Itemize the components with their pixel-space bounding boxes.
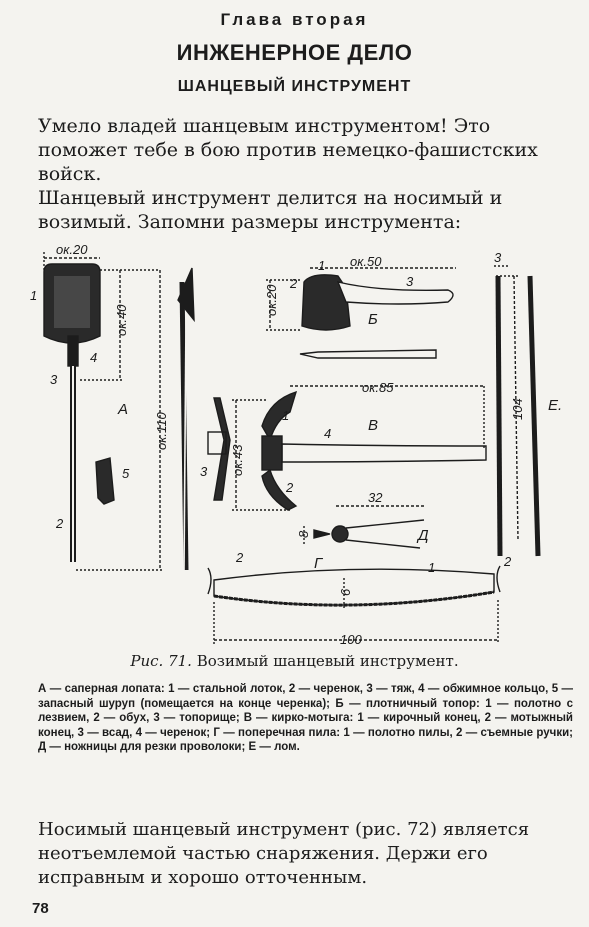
shovel-num-5: 5 <box>122 466 130 481</box>
label-B: Б <box>368 311 378 328</box>
chapter-heading: Глава вторая <box>220 10 369 29</box>
page-number: 78 <box>32 900 49 917</box>
figure-caption-text: Возимый шанцевый инструмент. <box>196 652 459 670</box>
pick-num-4: 4 <box>324 426 331 441</box>
label-A: А <box>117 401 128 418</box>
saw-num-1: 1 <box>428 560 435 575</box>
dim-axe-length: ок.50 <box>350 254 382 269</box>
dim-shovel-width: ок.20 <box>56 242 88 257</box>
pick-num-2: 2 <box>285 480 294 495</box>
label-E: Е. <box>548 397 562 414</box>
axe-num-2: 2 <box>289 276 298 291</box>
saw-num-2-left: 2 <box>235 550 244 565</box>
dim-pick-length: ок.85 <box>362 380 394 395</box>
section-subtitle: ШАНЦЕВЫЙ ИНСТРУМЕНТ <box>177 78 412 95</box>
shovel-num-3: 3 <box>50 372 58 387</box>
shovel-num-2: 2 <box>55 516 64 531</box>
axe-num-3: 3 <box>406 274 414 289</box>
figure-ref: Рис. 71. <box>130 652 192 670</box>
dim-crowbar-width: 3 <box>494 250 502 265</box>
label-D: Д <box>416 527 429 544</box>
label-G: Г <box>314 555 324 572</box>
shears-drawing <box>303 505 426 549</box>
label-V: В <box>368 417 378 434</box>
shovel-num-4: 4 <box>90 350 97 365</box>
pick-num-1: 1 <box>282 408 289 423</box>
shovel-num-1: 1 <box>30 288 37 303</box>
sizes-paragraph: Шанцевый инструмент делится на носимый и… <box>38 187 503 233</box>
figure-caption: Рис. 71. Возимый шанцевый инструмент. <box>0 652 589 670</box>
page-title: ИНЖЕНЕРНОЕ ДЕЛО <box>176 40 413 65</box>
dim-shovel-total: ок.110 <box>154 412 169 450</box>
pick-num-3: 3 <box>200 464 208 479</box>
axe-num-1: 1 <box>318 258 325 273</box>
pick-drawing <box>207 385 487 511</box>
crowbar-drawing <box>494 265 541 557</box>
saw-num-2-right: 2 <box>503 554 512 569</box>
dim-shears-width: 8 <box>296 530 311 538</box>
dim-crowbar-length: 104 <box>510 398 525 420</box>
saw-drawing <box>207 565 501 644</box>
dim-pick-head: ок.43 <box>230 444 245 476</box>
dim-axe-head: ок.20 <box>264 284 279 316</box>
closing-paragraph: Носимый шанцевый инструмент (рис. 72) яв… <box>38 819 530 888</box>
dim-shears-length: 32 <box>368 490 383 505</box>
shovel-drawing <box>43 252 195 571</box>
dim-saw-width: 6 <box>338 588 353 596</box>
dim-saw-length: 100 <box>340 632 362 647</box>
dim-shovel-blade: ок.40 <box>114 304 129 336</box>
intro-paragraph: Умело владей шанцевым инструментом! Это … <box>38 115 538 185</box>
figure-legend: А — саперная лопата: 1 — стальной лоток,… <box>38 683 573 754</box>
axe-drawing <box>266 267 456 359</box>
